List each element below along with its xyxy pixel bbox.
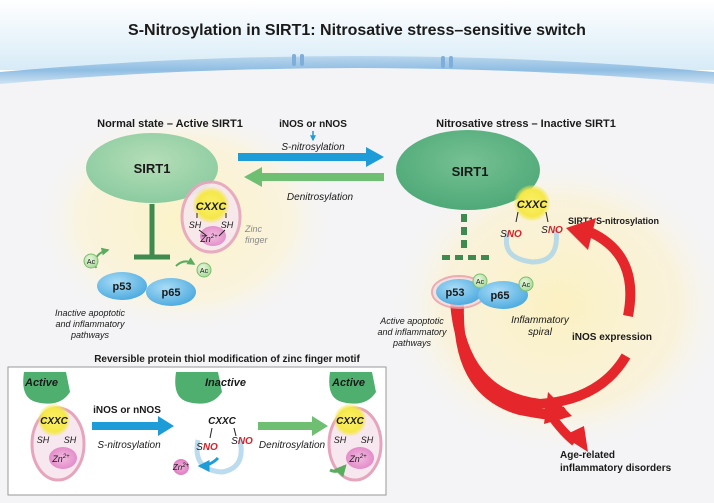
ac-badge-right-2	[518, 276, 534, 292]
p53-right-label: p53	[446, 287, 465, 299]
p65-right	[478, 281, 528, 309]
denitrosylation-label: Denitrosylation	[287, 192, 354, 203]
age-related-arrow	[542, 405, 588, 452]
sno-right-2: SNO	[541, 225, 563, 236]
inset-active-label-2: Active	[331, 377, 365, 389]
ac-badge-left-2	[196, 262, 212, 278]
left-caption-2: and inflammatory	[55, 319, 125, 329]
ac-badge-right-1	[472, 273, 488, 289]
cxxc-left: CXXC	[196, 201, 228, 213]
inset-zn-3: Zn2+	[348, 454, 367, 464]
ac-right-2: Ac	[522, 282, 531, 289]
inhibition-symbol-left	[134, 204, 170, 260]
zinc-finger-label-1: Zinc	[244, 224, 263, 234]
inset-cxxc-2: CXXC	[208, 416, 237, 427]
inset-inactive-label: Inactive	[205, 377, 246, 389]
zinc-finger-label-2: finger	[245, 235, 269, 245]
p65-left	[146, 278, 196, 306]
ac-badge-left-1	[83, 253, 99, 269]
sirt1-active	[86, 133, 218, 203]
diagram-title: S-Nitrosylation in SIRT1: Nitrosative st…	[128, 22, 586, 39]
spiral-label-2: spiral	[528, 327, 553, 338]
broken-inhibition-symbol	[442, 214, 489, 260]
right-heading: Nitrosative stress – Inactive SIRT1	[436, 118, 616, 130]
inset-inactive-motif	[173, 372, 244, 475]
inset-sh-3b: SH	[361, 435, 374, 445]
inset-sno-1: SNO	[196, 442, 218, 453]
inset-denitrosylation-label: Denitrosylation	[259, 440, 326, 451]
zn-left: Zn2+	[199, 234, 218, 244]
cell-membrane	[0, 56, 714, 84]
left-caption-3: pathways	[70, 330, 110, 340]
inset-active-motif-1	[23, 372, 86, 482]
right-caption-2: and inflammatory	[377, 327, 447, 337]
inset-sno-2: SNO	[231, 436, 253, 447]
left-heading: Normal state – Active SIRT1	[97, 118, 243, 130]
sirt1-inactive-label: SIRT1	[452, 164, 489, 179]
sirt1-s-nitrosylation-label: SIRT1 S-nitrosylation	[568, 216, 659, 226]
sh-left-1: SH	[189, 220, 202, 230]
right-caption-1: Active apoptotic	[379, 316, 444, 326]
membrane-pores	[292, 54, 453, 68]
zinc-finger-left	[180, 180, 242, 254]
age-related-label-2: inflammatory disorders	[560, 463, 672, 474]
ac-left-1: Ac	[87, 259, 96, 266]
sh-left-2: SH	[221, 220, 234, 230]
inset-cxxc-1: CXXC	[40, 416, 69, 427]
inos-expression-label: iNOS expression	[572, 332, 652, 343]
inset-free-zn: Zn2+	[172, 463, 190, 472]
sirt1-active-label: SIRT1	[134, 161, 171, 176]
inset-enzymes-label: iNOS or nNOS	[93, 405, 161, 416]
sirt1-inactive	[396, 130, 540, 210]
inset-s-nitrosylation-label: S-nitrosylation	[97, 440, 161, 451]
inset-denitrosylation-arrow	[258, 416, 328, 436]
p65-left-label: p65	[162, 287, 181, 299]
spiral-label-1: Inflammatory	[511, 315, 570, 326]
inset-sh-1a: SH	[37, 435, 50, 445]
ac-right-1: Ac	[476, 279, 485, 286]
inset-active-motif-2	[327, 372, 383, 482]
p53-right	[436, 279, 482, 305]
inset-sh-1b: SH	[64, 435, 77, 445]
enzymes-label: iNOS or nNOS	[279, 119, 347, 130]
inflammatory-spiral	[450, 218, 636, 424]
age-related-label-1: Age-related	[560, 450, 615, 461]
inset-s-nitrosylation-arrow	[92, 416, 174, 436]
inset-title: Reversible protein thiol modification of…	[94, 354, 360, 365]
inset-zn-1: Zn2+	[51, 454, 70, 464]
zinc-finger-right	[504, 185, 559, 265]
cxxc-right: CXXC	[517, 199, 549, 211]
left-caption-1: Inactive apoptotic	[55, 308, 126, 318]
sno-right-1: SNO	[500, 229, 522, 240]
denitrosylation-arrow	[244, 167, 384, 187]
inset-active-label-1: Active	[24, 377, 58, 389]
right-caption-3: pathways	[392, 338, 432, 348]
p53-left-label: p53	[113, 281, 132, 293]
ac-release-arrow-p65	[175, 257, 196, 267]
inset-cxxc-3: CXXC	[336, 416, 365, 427]
p53-left	[97, 272, 147, 300]
p65-right-label: p65	[491, 290, 510, 302]
s-nitrosylation-label: S-nitrosylation	[281, 142, 345, 153]
ac-left-2: Ac	[200, 268, 209, 275]
s-nitrosylation-arrow	[238, 147, 384, 167]
inset-sh-3a: SH	[334, 435, 347, 445]
